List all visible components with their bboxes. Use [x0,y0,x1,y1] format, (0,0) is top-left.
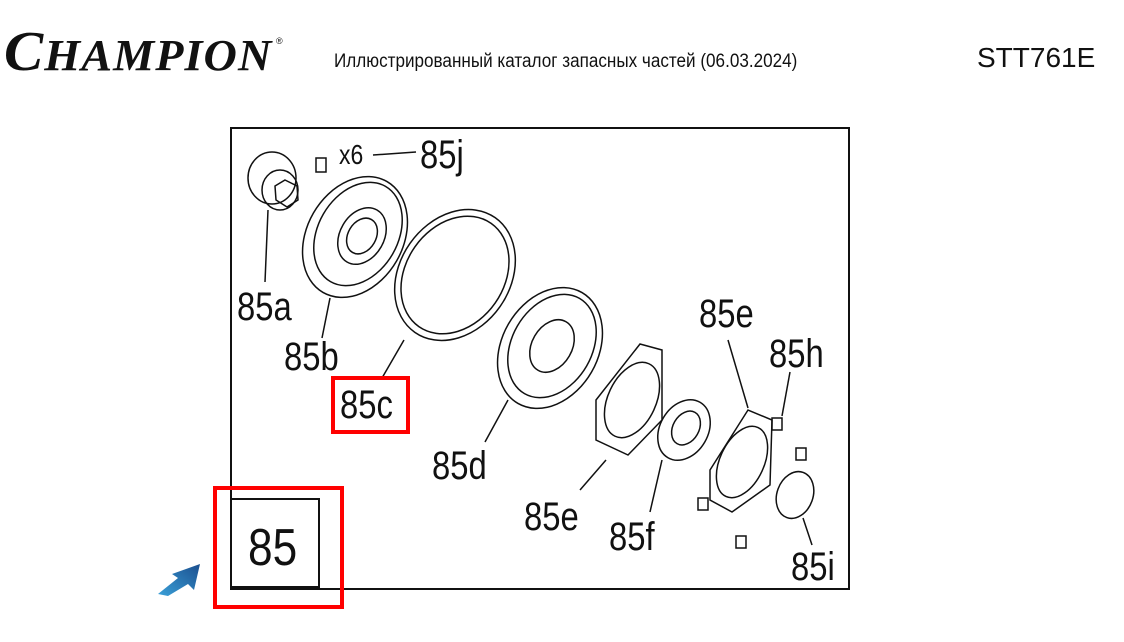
label-85b[interactable]: 85b [284,337,339,377]
label-85h[interactable]: 85h [769,334,824,374]
label-85e-lower[interactable]: 85e [524,497,579,537]
part-85d-flange [476,269,623,442]
label-85j[interactable]: 85j [420,135,464,175]
label-85f[interactable]: 85f [609,517,655,557]
part-85e-plate [580,344,671,490]
label-85e-upper[interactable]: 85e [699,294,754,334]
part-85i-circlip [770,466,820,545]
part-85e-plate-right [706,340,778,512]
highlight-85c [331,376,410,434]
highlight-reference [213,486,344,609]
quantity-note: x6 [339,141,363,169]
label-85a[interactable]: 85a [237,287,292,327]
label-85i[interactable]: 85i [791,547,835,587]
part-85a-hub [248,152,298,282]
part-85h-bolts [698,372,806,548]
arrow-pointer-icon [158,560,204,596]
part-85c-gasket [370,186,540,378]
part-85j-bolt [316,152,416,172]
label-85d[interactable]: 85d [432,446,487,486]
